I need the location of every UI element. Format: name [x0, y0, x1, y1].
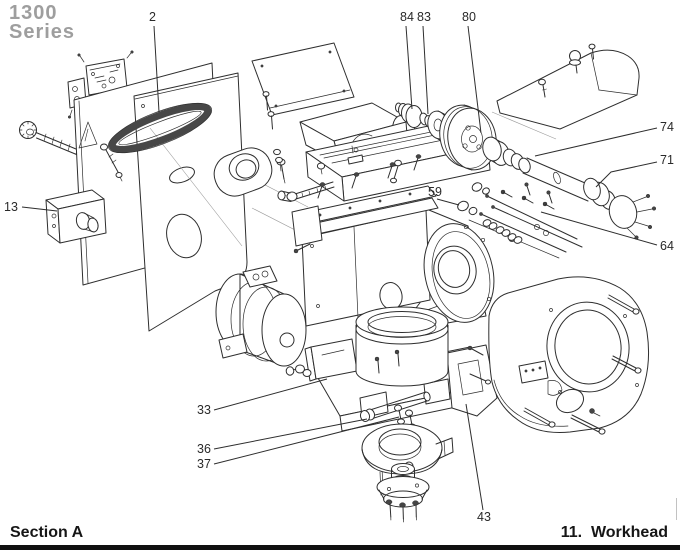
series-logo-line2: Series — [9, 21, 76, 43]
callout-label-2: 2 — [149, 10, 156, 24]
top-cover-plate — [251, 42, 355, 172]
callout-label-59: 59 — [428, 185, 442, 199]
motor — [215, 265, 307, 367]
callout-leader-33 — [213, 378, 328, 411]
series-logo-line1: 1300 — [9, 2, 58, 24]
callout-leader-36 — [213, 418, 368, 450]
cap-nut-a — [482, 187, 490, 195]
callout-leader-37 — [213, 416, 400, 465]
handle-plate — [518, 360, 549, 384]
callout-label-37: 37 — [197, 457, 211, 471]
drive-belt — [107, 102, 213, 154]
motor-face — [261, 293, 307, 367]
clamp-ring — [361, 423, 454, 475]
section-label: Section A — [10, 524, 84, 541]
main-casting — [291, 154, 528, 343]
guard-screw-a — [588, 43, 596, 60]
swivel-drum — [355, 306, 449, 387]
drive-shaft — [522, 157, 657, 240]
callout-label-64: 64 — [660, 239, 674, 253]
warning-triangle-icon — [78, 121, 98, 149]
pulley-group — [395, 102, 531, 174]
fastener-cluster — [457, 182, 583, 259]
callout-leader-74 — [534, 127, 658, 157]
callout-label-13: 13 — [4, 200, 18, 214]
feed-screw — [277, 181, 335, 202]
guard-knob — [569, 50, 581, 74]
callout-leader-59 — [436, 198, 460, 206]
terminal-box — [242, 265, 278, 288]
callout-label-74: 74 — [660, 120, 674, 134]
panel-screw — [100, 143, 123, 182]
callout-leader-80 — [467, 25, 482, 134]
callout-leader-2 — [153, 25, 160, 113]
oval-plate — [213, 147, 286, 197]
rail-screws — [293, 154, 422, 254]
callout-label-84: 84 — [400, 10, 414, 24]
pivot-bolt — [359, 391, 431, 422]
belt-guard — [496, 43, 640, 130]
callout-label-83: 83 — [417, 10, 431, 24]
motor-foot — [218, 333, 248, 359]
callout-label-43: 43 — [477, 510, 491, 524]
flange-screws — [385, 499, 419, 523]
pivot-washers — [285, 364, 312, 377]
callout-label-33: 33 — [197, 403, 211, 417]
end-disc — [608, 193, 657, 240]
cover-bolts — [467, 294, 642, 435]
callout-label-71: 71 — [660, 153, 674, 167]
callout-leader-71 — [595, 161, 658, 188]
spindle-pulley — [439, 104, 497, 171]
callout-leader-84 — [405, 25, 413, 110]
callout-label-36: 36 — [197, 442, 211, 456]
callout-leader-83 — [422, 25, 429, 115]
callout-leader-43 — [465, 403, 484, 511]
series-logo: 1300 Series — [9, 2, 76, 43]
cap-nut-b — [468, 206, 478, 216]
right-bracket — [446, 344, 498, 417]
access-door — [555, 388, 585, 414]
coupling — [583, 177, 620, 211]
guard-screw-b — [538, 78, 547, 98]
callout-label-80: 80 — [462, 10, 476, 24]
callout-leader-13 — [21, 206, 58, 212]
rail-end-block — [291, 205, 323, 247]
bottom-rule — [0, 545, 680, 550]
spindle-boss — [423, 223, 495, 323]
lock-block — [45, 189, 107, 244]
callout-leader-64 — [540, 211, 658, 246]
spindle-flange — [376, 463, 430, 523]
end-cover — [467, 276, 649, 435]
page-title: 11. Workhead — [560, 524, 668, 541]
